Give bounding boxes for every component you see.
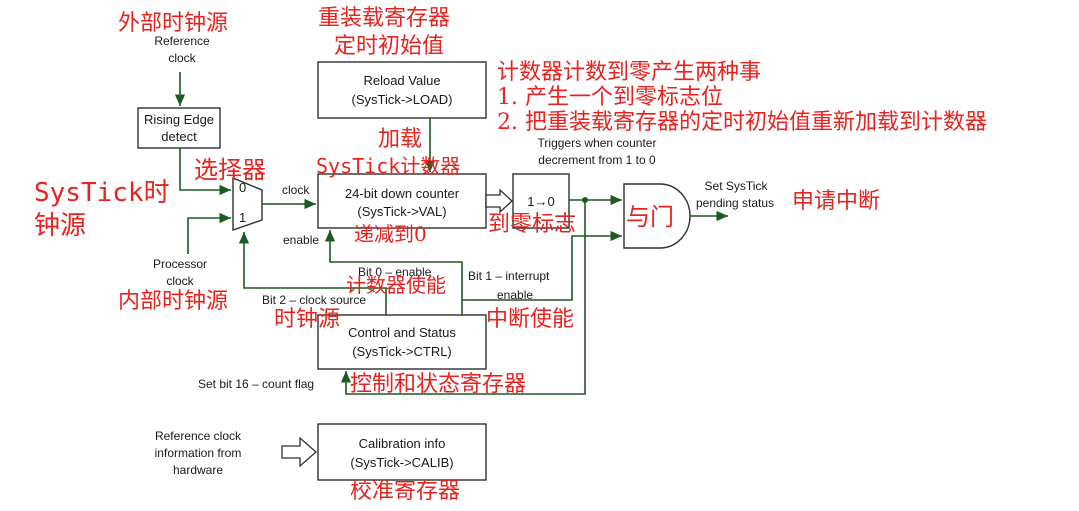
annotation-count-zero-1: 1. 产生一个到零标志位 <box>497 85 723 110</box>
rising-edge-label-2: detect <box>161 129 197 144</box>
annotation-load: 加载 <box>378 127 422 152</box>
processor-clock-label-1: Processor <box>153 257 207 271</box>
bit0-label: Bit 0 – enable <box>358 265 432 279</box>
and-gate <box>623 183 691 249</box>
ctrl-label-2: (SysTick->CTRL) <box>352 344 452 359</box>
wire-proc-to-mux <box>187 212 231 254</box>
annotation-systick-clock-1: SysTick时 <box>34 178 170 208</box>
annotation-request-interrupt: 申请中断 <box>792 189 880 214</box>
annotation-zero-flag: 到零标志 <box>488 212 576 237</box>
triggers-label-1: Triggers when counter <box>538 136 657 150</box>
clock-label: clock <box>282 183 310 197</box>
annotation-and-gate: 与门 <box>626 203 674 231</box>
reload-label-1: Reload Value <box>363 73 440 88</box>
annotation-clock-source: 时钟源 <box>274 307 340 332</box>
mux-input-0: 0 <box>239 180 246 195</box>
annotation-internal-clock: 内部时钟源 <box>118 289 228 314</box>
counter-label-2: (SysTick->VAL) <box>357 204 446 219</box>
annotation-reload-register: 重装载寄存器 <box>318 6 450 31</box>
annotation-count-zero-2: 2. 把重装载寄存器的定时初始值重新加载到计数器 <box>497 110 987 135</box>
counter-label-1: 24-bit down counter <box>345 186 460 201</box>
set-bit16-label: Set bit 16 – count flag <box>198 377 314 391</box>
wire-interrupt-enable <box>462 230 622 301</box>
ref-hw-label-3: hardware <box>173 463 223 477</box>
ref-hw-label-2: information from <box>155 446 242 460</box>
wire-counter-to-detect <box>485 188 513 214</box>
wire-edge-to-mux <box>179 148 231 196</box>
ctrl-label-1: Control and Status <box>348 325 456 340</box>
set-systick-label-1: Set SysTick <box>705 179 769 193</box>
reference-clock-label-2: clock <box>168 51 196 65</box>
clock-mux <box>232 176 263 231</box>
annotation-external-clock: 外部时钟源 <box>118 11 228 36</box>
rising-edge-label-1: Rising Edge <box>144 112 214 127</box>
bit1-label-2: enable <box>497 288 533 302</box>
mux-input-1: 1 <box>239 210 246 225</box>
annotation-count-zero-title: 计数器计数到零产生两种事 <box>497 60 761 85</box>
triggers-label-2: decrement from 1 to 0 <box>538 153 656 167</box>
annotation-decrement: 递减到0 <box>354 222 427 246</box>
reload-value-box <box>317 61 487 119</box>
enable-label: enable <box>283 233 319 247</box>
annotation-interrupt-enable: 中断使能 <box>486 307 574 332</box>
control-status-box <box>317 314 487 370</box>
annotation-calibration-register: 校准寄存器 <box>350 479 460 504</box>
calib-label-1: Calibration info <box>359 436 446 451</box>
annotation-selector: 选择器 <box>194 156 266 184</box>
annotation-systick-clock-2: 钟源 <box>34 211 86 241</box>
wire-count-flag <box>340 200 586 395</box>
down-counter-box <box>317 173 487 229</box>
reference-clock-label-1: Reference <box>154 34 210 48</box>
calib-label-2: (SysTick->CALIB) <box>350 455 453 470</box>
wire-clock-source <box>238 232 387 315</box>
rising-edge-detect-box <box>137 107 221 149</box>
zero-detect-box <box>512 173 570 229</box>
bit2-label: Bit 2 – clock source <box>262 293 366 307</box>
annotation-systick-counter: SysTick计数器 <box>316 154 460 178</box>
bit1-label-1: Bit 1 – interrupt <box>468 269 550 283</box>
annotation-counter-enable: 计数器使能 <box>346 273 446 297</box>
processor-clock-label-2: clock <box>166 274 194 288</box>
calibration-box <box>317 423 487 481</box>
reload-label-2: (SysTick->LOAD) <box>352 92 453 107</box>
set-systick-label-2: pending status <box>696 196 774 210</box>
wire-enable <box>324 230 463 315</box>
wire-ref-to-calib <box>281 436 317 468</box>
one-to-zero-label: 1→0 <box>527 194 554 209</box>
annotation-ctrl-status-register: 控制和状态寄存器 <box>350 372 526 397</box>
annotation-reload-initial: 定时初始值 <box>334 34 444 59</box>
ref-hw-label-1: Reference clock <box>155 429 242 443</box>
